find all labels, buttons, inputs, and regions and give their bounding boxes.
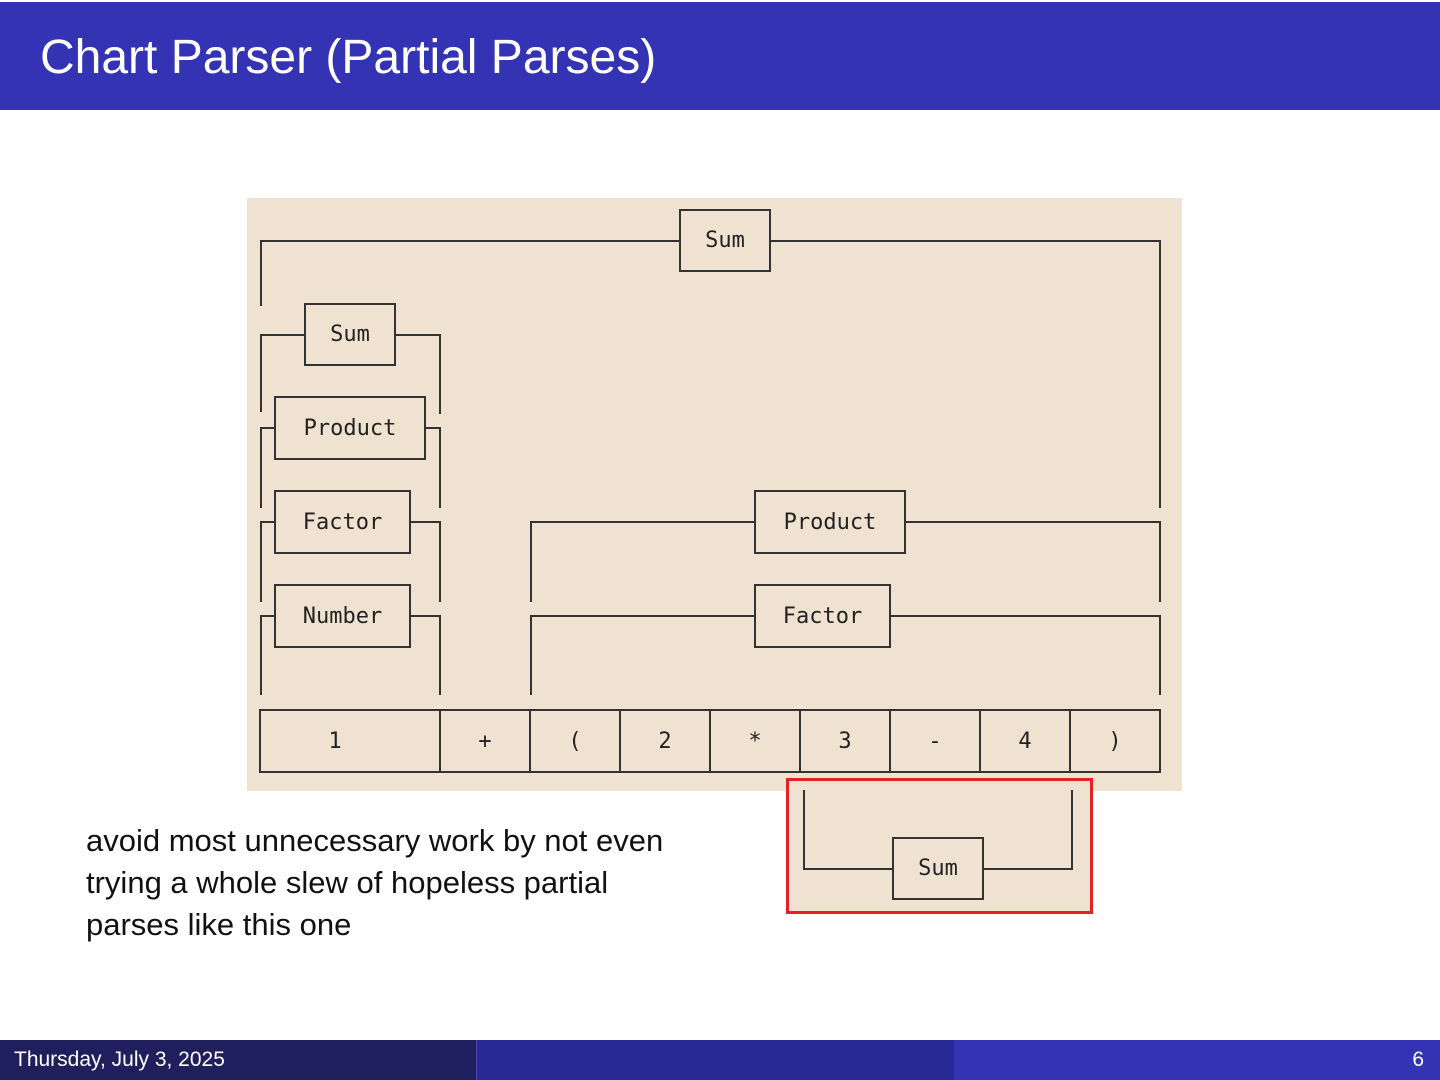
node-sum-top: Sum	[679, 209, 771, 272]
caption-line: avoid most unnecessary work by not even	[86, 823, 664, 858]
slide-title: Chart Parser (Partial Parses)	[40, 31, 657, 84]
token-cell: 2	[658, 728, 672, 754]
sum-left-bracket	[260, 334, 441, 414]
footer-right-panel	[954, 1040, 1440, 1080]
node-sum-inset: Sum	[892, 837, 984, 900]
number-left-bracket	[260, 615, 441, 695]
caption-line: trying a whole slew of hopeless partial	[86, 865, 609, 900]
footer-date: Thursday, July 3, 2025	[14, 1048, 225, 1071]
token-cell: *	[748, 728, 762, 754]
node-factor-right: Factor	[754, 584, 891, 648]
page-number: 6	[1412, 1048, 1424, 1071]
token-cell: 3	[838, 728, 852, 754]
token-cell: )	[1108, 728, 1122, 754]
token-cell: -	[928, 728, 942, 754]
token-cell: 1	[328, 728, 342, 754]
node-product-left: Product	[274, 396, 426, 460]
node-factor-left: Factor	[274, 490, 411, 554]
token-cell: 4	[1018, 728, 1032, 754]
node-sum-left: Sum	[304, 303, 396, 366]
token-cell: (	[568, 728, 582, 754]
footer-left-panel	[0, 1040, 476, 1080]
caption-line: parses like this one	[86, 907, 352, 942]
slide-caption: avoid most unnecessary work by not even …	[86, 820, 746, 946]
sum-top-bracket	[260, 240, 1161, 508]
inset-sum-bracket	[803, 790, 1073, 870]
factor-right-bracket	[530, 615, 1161, 695]
title-bar	[0, 2, 1440, 110]
node-product-right: Product	[754, 490, 906, 554]
node-number-left: Number	[274, 584, 411, 648]
footer-middle-panel	[476, 1040, 954, 1080]
product-left-bracket	[260, 427, 441, 508]
token-cell: +	[478, 728, 492, 754]
product-right-bracket	[530, 521, 1161, 602]
factor-left-bracket	[260, 521, 441, 602]
